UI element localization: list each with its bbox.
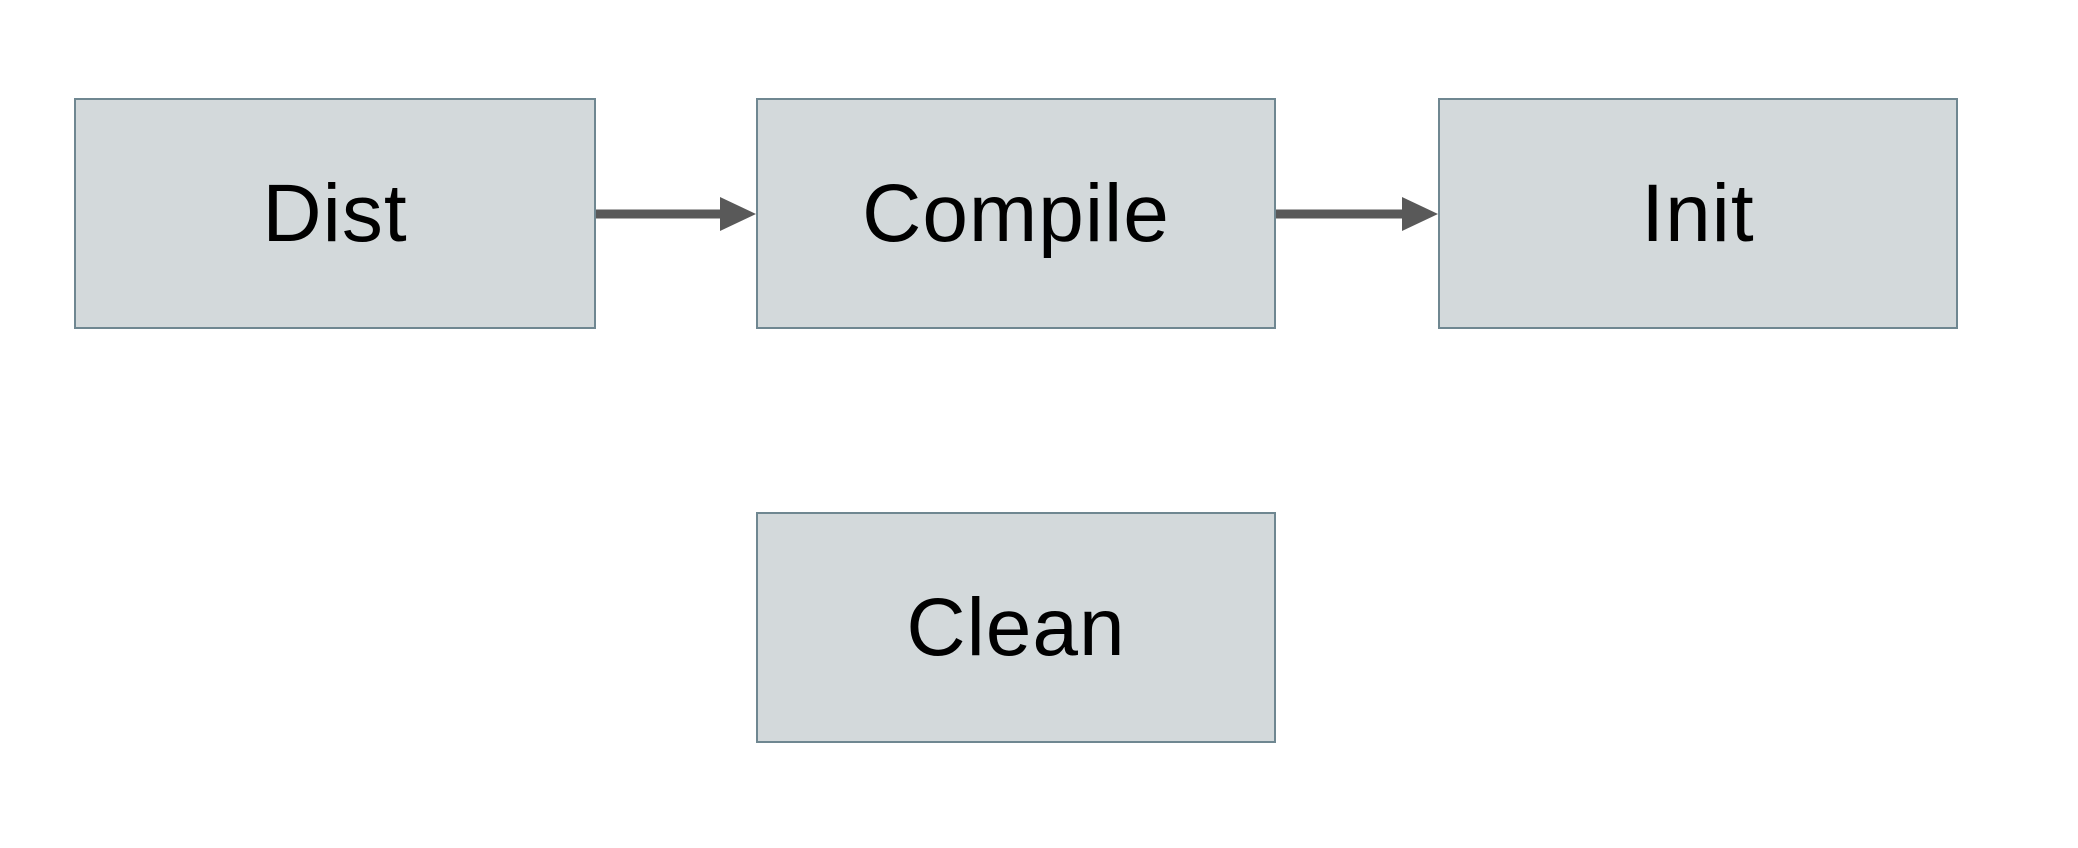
node-clean-label: Clean <box>906 581 1126 673</box>
node-init-label: Init <box>1641 167 1755 259</box>
node-compile-label: Compile <box>862 167 1170 259</box>
node-clean[interactable]: Clean <box>756 512 1276 743</box>
node-compile[interactable]: Compile <box>756 98 1276 329</box>
arrow-dist-to-compile-icon <box>596 197 756 231</box>
node-dist[interactable]: Dist <box>74 98 596 329</box>
node-init[interactable]: Init <box>1438 98 1958 329</box>
node-dist-label: Dist <box>262 167 408 259</box>
arrow-compile-to-init-icon <box>1276 197 1438 231</box>
